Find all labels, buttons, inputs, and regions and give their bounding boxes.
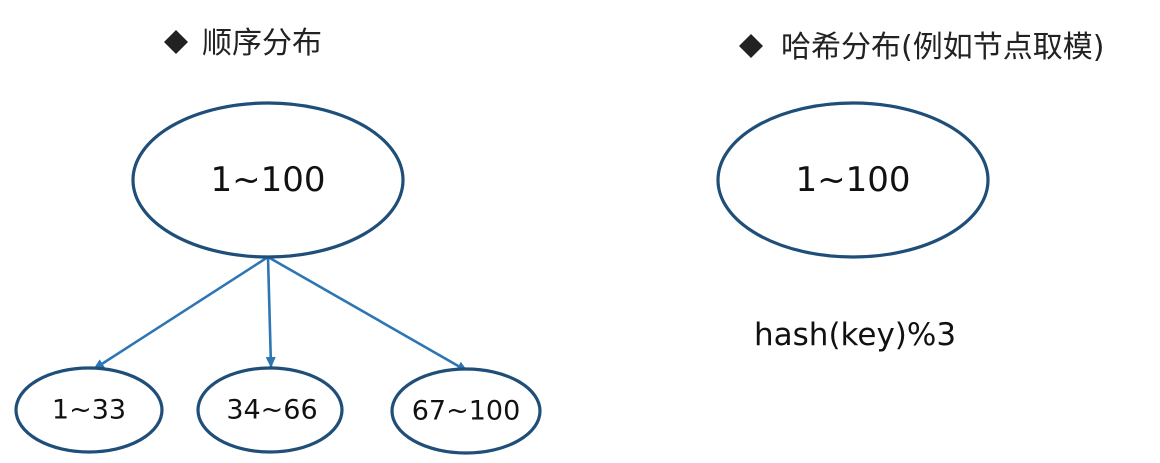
diamond-bullet-icon (739, 34, 763, 58)
sequential-child-node-1: 1~33 (14, 366, 164, 454)
hash-formula: hash(key)%3 (754, 317, 956, 353)
edge-root-to-child-3 (267, 255, 468, 373)
edge-root-to-child-2 (265, 256, 276, 368)
sequential-child-node-2: 34~66 (196, 366, 344, 454)
sequential-root-node: 1~100 (131, 101, 405, 259)
child-node-2-label: 34~66 (226, 395, 317, 426)
sequential-child-node-3: 67~100 (390, 367, 542, 455)
sequential-distribution-title: 顺序分布 (202, 26, 322, 61)
sequential-root-label: 1~100 (210, 160, 325, 200)
hash-distribution-title: 哈希分布(例如节点取模) (781, 30, 1104, 65)
hash-root-label: 1~100 (795, 160, 910, 200)
child-node-1-label: 1~33 (52, 395, 126, 426)
hash-distribution-heading: 哈希分布(例如节点取模) (739, 30, 1104, 65)
diamond-bullet-icon (164, 30, 188, 54)
hash-root-node: 1~100 (716, 101, 990, 259)
sequential-distribution-heading: 顺序分布 (164, 26, 322, 61)
edge-root-to-child-1 (93, 255, 269, 371)
child-node-3-label: 67~100 (412, 396, 521, 427)
